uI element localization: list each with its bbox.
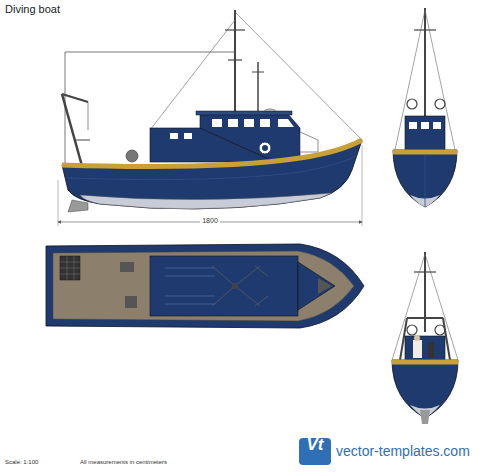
front-view-part: [407, 99, 417, 109]
rear-view-part: [405, 336, 445, 360]
top-view-part: [255, 266, 268, 306]
title: Diving boat: [5, 3, 60, 15]
front-view-part: [405, 116, 445, 152]
side-view-part: [228, 119, 238, 127]
dimension-value: 1800: [200, 217, 220, 225]
side-view-part: [257, 62, 259, 118]
side-view-part: [260, 119, 270, 127]
top-view-part: [46, 244, 364, 328]
front-view-part: [421, 122, 429, 129]
rear-view: [392, 252, 458, 424]
side-view-part: [184, 133, 192, 139]
side-view-part: [212, 119, 222, 127]
side-view-part: [225, 29, 245, 30]
side-view: [58, 10, 362, 226]
side-view-part: [170, 133, 178, 139]
side-view-part: [80, 193, 332, 209]
top-view-part: [165, 268, 215, 304]
side-view-part: [65, 52, 234, 53]
logo-mark: Vt: [307, 436, 324, 455]
rear-view-part: [392, 360, 458, 418]
site-name: vector-templates.com: [336, 444, 470, 459]
rear-view-part: [424, 252, 426, 332]
top-view: [46, 244, 364, 328]
side-view-part: [196, 111, 292, 115]
front-view-part: [393, 150, 457, 155]
rear-view-part: [407, 317, 443, 319]
top-view-part: [298, 262, 335, 310]
top-view-part: [212, 266, 260, 306]
units-note: All measurements in centimeters: [80, 459, 167, 466]
scale-note: Scale: 1:100: [5, 459, 38, 466]
top-view-part: [318, 278, 332, 294]
side-view-part: [234, 10, 236, 118]
side-view-part: [62, 140, 362, 166]
front-view-part: [433, 122, 441, 129]
side-view-part: [262, 145, 268, 151]
side-view-part: [244, 119, 254, 127]
side-view-part: [62, 140, 362, 209]
side-view-part: [62, 94, 88, 102]
rear-view-part: [435, 325, 445, 335]
rear-view-part: [414, 335, 420, 341]
front-view-part: [435, 99, 445, 109]
front-view-part: [393, 150, 457, 207]
top-view-part: [60, 256, 80, 280]
front-view: [393, 8, 457, 207]
side-view-part: [300, 132, 318, 152]
top-view-part: [120, 262, 134, 272]
rear-view-part: [407, 325, 417, 335]
rear-view-part: [392, 360, 458, 365]
top-view-part: [53, 251, 354, 321]
front-view-part: [409, 122, 417, 129]
side-view-part: [68, 156, 357, 180]
top-view-part: [125, 296, 137, 308]
rear-view-part: [413, 340, 422, 358]
front-view-part: [414, 29, 436, 30]
side-view-part: [228, 59, 242, 60]
side-view-part: [126, 150, 138, 162]
side-view-part: [259, 142, 271, 154]
side-view-part: [58, 180, 59, 226]
top-view-part: [150, 256, 298, 316]
side-view-part: [362, 145, 363, 226]
rear-view-part: [420, 410, 430, 424]
top-view-part: [60, 256, 80, 280]
rear-view-part: [414, 271, 436, 272]
front-view-part: [425, 155, 426, 207]
rear-view-part: [428, 342, 434, 358]
side-view-part: [68, 200, 88, 212]
front-view-part: [424, 8, 426, 118]
side-view-part: [74, 140, 90, 141]
side-view-part: [252, 72, 264, 73]
side-view-part: [88, 102, 89, 130]
side-view-part: [62, 94, 82, 166]
side-view-part: [200, 114, 300, 162]
side-view-part: [278, 119, 294, 127]
top-view-part: [232, 283, 238, 289]
